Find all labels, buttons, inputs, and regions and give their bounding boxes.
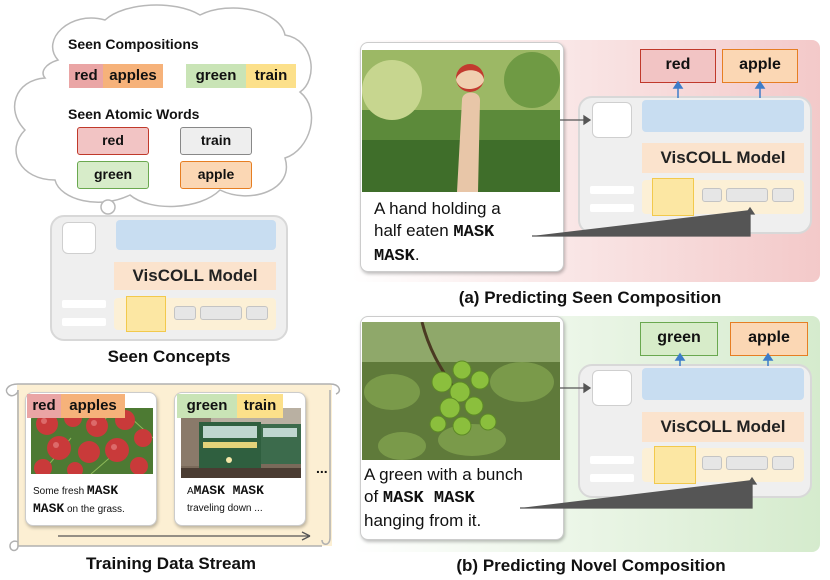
card2-text-1: A [187,486,194,497]
training-stream-caption: Training Data Stream [85,554,257,573]
apples-image [31,408,153,474]
seen-compositions-title: Seen Compositions [68,36,199,52]
model-text-line-2 [62,318,106,326]
panel-a-caption: (a) Predicting Seen Composition [420,288,760,308]
card1-tag-red: red [27,394,61,418]
card1-mask-1: MASK [86,483,119,498]
seen-atomic-title: Seen Atomic Words [68,106,200,122]
card2-text-2: traveling down ... [187,503,263,514]
card1-mask-2: MASK [33,501,65,516]
model-token-3 [246,306,268,320]
model-image-slot [62,222,96,254]
panel-b-token-1 [702,456,722,470]
panel-b-image-token [654,446,696,484]
panel-a-text-1: A hand holding a [374,199,501,218]
panel-b-mask: MASK MASK [382,489,475,508]
panel-b-arrows [520,352,774,509]
panel-b-text-line-1 [590,456,634,464]
panel-b-token-2 [726,456,768,470]
panel-a-token-3 [772,188,794,202]
comp-tag-train: train [246,64,296,88]
comp-tag-green: green [186,64,246,88]
panel-a-caption-bold: Seen [572,288,613,307]
panel-a-caption-prefix: (a) Predicting [458,288,568,307]
panel-b-caption-suffix: Composition [621,556,726,575]
panel-b-text-1: A green with a bunch [364,465,523,484]
atom-apple: apple [180,161,252,189]
panel-a-image-slot [592,102,632,138]
panel-a-token-2 [726,188,768,202]
panel-a-image-token [652,178,694,216]
card2-tag-green: green [177,394,237,418]
panel-a-mask-1: MASK [453,223,495,242]
panel-b-text-3: hanging from it. [364,511,482,530]
card2-tag-train: train [237,394,283,418]
card1-text-1: Some fresh [33,486,85,497]
panel-a-output-apple: apple [722,49,798,83]
atom-red: red [77,127,149,155]
panel-b-token-3 [772,456,794,470]
card1-caption: Some fresh MASK MASK on the grass. [33,482,157,518]
panel-a-caption-suffix: Composition [617,288,722,307]
panel-b-output-apple: apple [730,322,808,356]
model-token-2 [200,306,242,320]
panel-a-text-2: half eaten [374,221,449,240]
panel-b-image-slot [592,370,632,406]
atom-train: train [180,127,252,155]
panel-b-text-2: of [364,487,379,506]
comp-tag-apples: apples [103,64,163,88]
panel-b-output-green: green [640,322,718,356]
panel-b-caption-bold: Novel [570,556,617,575]
panel-b-caption: (b) Predicting Novel Composition [416,556,766,576]
card2-caption: AMASK MASK traveling down ... [187,482,305,517]
comp-tag-red: red [69,64,103,88]
panel-a-text-line-2 [590,204,634,212]
model-image-token [126,296,166,332]
panel-b-caption-prefix: (b) Predicting [456,556,566,575]
green-apples-image [362,322,560,460]
panel-a-output-bar [642,100,804,132]
panel-a-arrows [532,80,766,237]
hand-apple-image [362,50,560,192]
scroll-frame [5,383,341,552]
panel-a-mask-2: MASK [374,247,415,266]
model-text-line-1 [62,300,106,308]
card1-text-2: on the grass. [67,504,125,515]
card2-mask: MASK MASK [193,483,264,498]
model-token-1 [174,306,196,320]
panel-b-model-label: VisCOLL Model [642,412,804,442]
panel-a-text-3: . [414,245,420,264]
seen-concepts-caption: Seen Concepts [107,347,231,366]
panel-a-text: A hand holding a half eaten MASK MASK. [374,198,560,268]
panel-b-output-bar [642,368,804,400]
panel-a-model-label: VisCOLL Model [642,143,804,173]
panel-b-text-line-2 [590,474,634,482]
card1-tag-apples: apples [61,394,125,418]
model-output-bar [116,220,276,250]
atom-green: green [77,161,149,189]
stream-ellipsis: ... [316,460,328,476]
panel-b-text: A green with a bunch of MASK MASK hangin… [364,464,560,532]
panel-a-text-line-1 [590,186,634,194]
seen-model-label: VisCOLL Model [114,262,276,290]
panel-a-token-1 [702,188,722,202]
